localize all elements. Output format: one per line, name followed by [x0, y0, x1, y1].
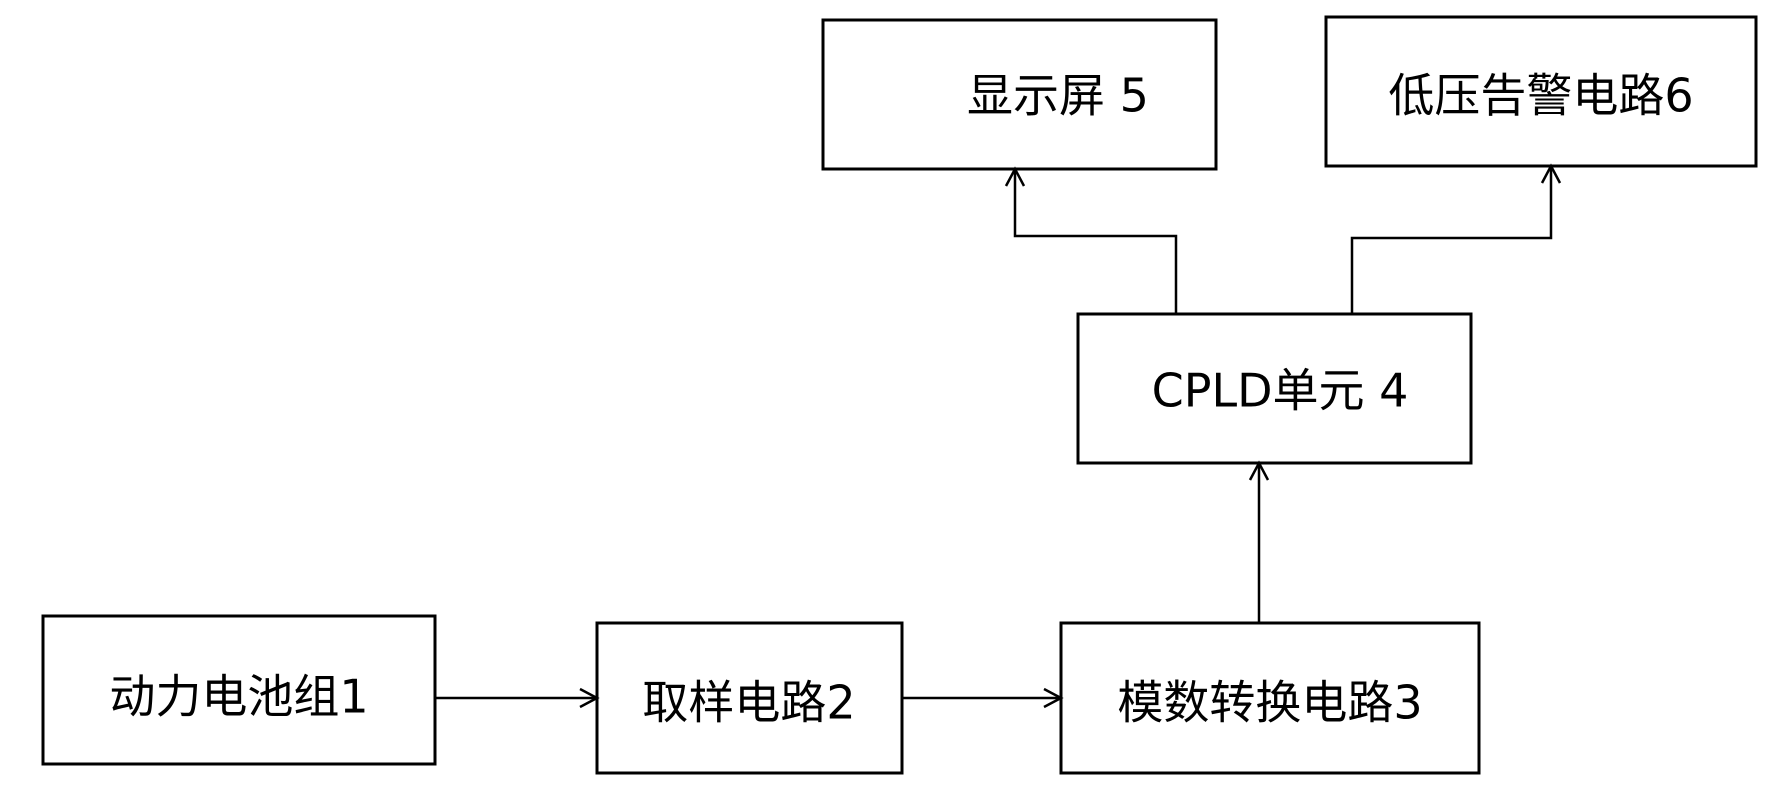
arrow-cpld-to-display	[1004, 166, 1178, 314]
node-box	[1059, 621, 1481, 775]
node-label-cpld: CPLD单元 4	[1152, 364, 1409, 418]
node-display: 显示屏 5	[821, 18, 1218, 171]
node-box	[595, 621, 904, 775]
node-cpld: CPLD单元 4	[1076, 312, 1473, 465]
node-label-alarm: 低压告警电路6	[1388, 69, 1693, 123]
node-alarm: 低压告警电路6	[1324, 15, 1758, 168]
node-label-battery: 动力电池组1	[109, 670, 368, 724]
node-battery: 动力电池组1	[41, 614, 437, 766]
node-box	[1324, 15, 1758, 168]
node-adc: 模数转换电路3	[1059, 621, 1481, 775]
arrow-cpld-to-alarm	[1350, 163, 1562, 314]
node-label-display: 显示屏 5	[967, 69, 1149, 123]
node-label-adc: 模数转换电路3	[1117, 676, 1422, 730]
node-box	[41, 614, 437, 766]
node-label-sampling: 取样电路2	[642, 676, 855, 730]
node-sampling: 取样电路2	[595, 621, 904, 775]
node-box	[1076, 312, 1473, 465]
